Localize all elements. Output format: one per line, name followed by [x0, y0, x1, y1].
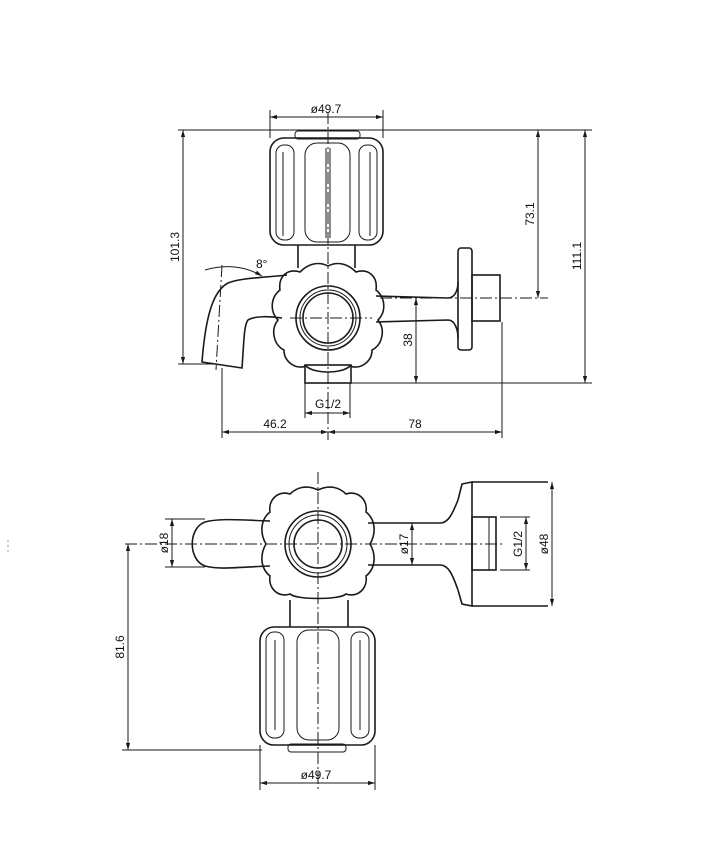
dim-knob-diameter-top: ø49.7	[311, 102, 342, 116]
top-knob	[269, 130, 384, 268]
dim-outlet-pipe-diameter: ø17	[397, 533, 411, 554]
dim-flange-diameter: ø48	[537, 533, 551, 554]
dim-axis-to-knob-end: 81.6	[113, 635, 127, 659]
dim-outlet-thread: G1/2	[511, 531, 525, 557]
bottom-knob	[259, 600, 376, 753]
dim-outlet-length: 78	[408, 417, 422, 431]
dim-knob-to-axis: 73.1	[523, 202, 537, 226]
front-view: ø49.7 101.3 8° 73.1 111.1 38 G1/2 46.2 7…	[168, 102, 592, 440]
dim-overall-height-right: 111.1	[570, 242, 584, 271]
dim-axis-to-base: 38	[401, 333, 415, 347]
spout	[201, 264, 288, 371]
plan-view: ø18 ø17 G1/2 ø48 81.6 ø49.7	[113, 472, 555, 790]
dim-overall-height-left: 101.3	[168, 232, 182, 262]
dim-spout-diameter: ø18	[157, 532, 171, 553]
outlet-pipe	[375, 247, 501, 351]
dim-knob-diameter-bottom: ø49.7	[301, 768, 332, 782]
dim-spout-reach: 46.2	[263, 417, 287, 431]
dim-inlet-thread: G1/2	[315, 397, 341, 411]
dim-spout-angle: 8°	[256, 257, 268, 271]
